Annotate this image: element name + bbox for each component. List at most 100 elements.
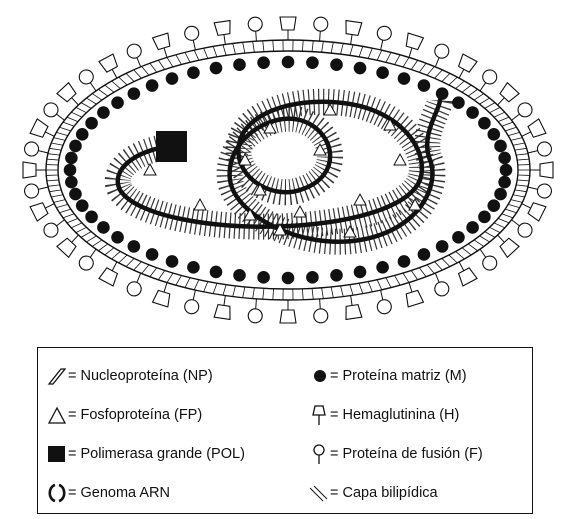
- lipid-tail: [442, 73, 450, 81]
- fusion-protein-spike: [23, 141, 50, 160]
- phosphoprotein-triangle: [314, 144, 326, 155]
- phosphoprotein-triangle: [144, 164, 156, 175]
- lipid-tail: [176, 275, 182, 285]
- lipid-tail: [516, 185, 528, 186]
- lipid-tail: [515, 148, 527, 150]
- lipid-tail: [359, 46, 363, 56]
- lipid-tail: [302, 289, 303, 300]
- fusion-protein-icon: [308, 443, 330, 465]
- matrix-protein-dot: [64, 164, 77, 177]
- matrix-protein-dot: [487, 199, 500, 212]
- matrix-protein-dot: [97, 106, 110, 119]
- hemagglutinin-spike: [214, 294, 233, 319]
- lipid-tail: [517, 180, 529, 181]
- lipid-tail: [263, 41, 264, 52]
- lipid-tail: [490, 227, 501, 232]
- virion-diagram: [0, 0, 577, 345]
- lipid-tail: [263, 288, 264, 299]
- lipid-tail: [485, 232, 495, 238]
- legend-label-matrix-protein: = Proteína matriz (M): [330, 368, 467, 384]
- hemagglutinin-spike: [518, 196, 546, 221]
- hemagglutinin-spike: [214, 21, 233, 46]
- lipid-tail: [312, 288, 313, 299]
- lipid-tail: [86, 98, 96, 104]
- fusion-protein-spike: [183, 289, 202, 315]
- lipid-tail: [67, 218, 78, 222]
- matrix-protein-dot: [487, 128, 500, 141]
- lipid-tail: [63, 122, 74, 126]
- matrix-protein-dot: [128, 87, 141, 100]
- matrix-protein-dot: [466, 106, 479, 119]
- matrix-protein-dot: [376, 261, 389, 274]
- lipid-tail: [350, 285, 353, 296]
- lipid-tail: [435, 262, 443, 270]
- lipid-tail: [508, 132, 519, 135]
- matrix-protein-dot: [354, 266, 367, 279]
- lipid-tail: [98, 89, 107, 96]
- matrix-protein-dot: [494, 140, 507, 153]
- lipid-tail: [47, 159, 59, 160]
- fusion-protein-spike: [77, 67, 102, 95]
- lipid-tail: [341, 286, 344, 297]
- lipid-tail: [419, 63, 426, 72]
- fusion-protein-spike: [248, 17, 264, 42]
- hemagglutinin-spike: [57, 83, 84, 111]
- polymerase-block: [156, 131, 187, 162]
- matrix-protein-dot: [478, 117, 491, 130]
- phosphoprotein-icon: [46, 404, 68, 426]
- lipid-tail: [51, 195, 63, 197]
- hemagglutinin-spike: [30, 196, 58, 221]
- hemagglutinin-spike: [492, 230, 519, 258]
- matrix-protein-layer: [64, 56, 513, 285]
- lipid-bilayer-icon: [308, 482, 330, 504]
- matrix-protein-dot: [398, 255, 411, 268]
- legend-item-rna-genome: = Genoma ARN: [46, 482, 170, 504]
- matrix-protein-dot: [166, 72, 179, 85]
- matrix-protein-dot: [478, 211, 491, 224]
- matrix-protein-dot: [128, 240, 141, 253]
- matrix-protein-dot: [452, 231, 465, 244]
- lipid-tail: [112, 251, 121, 259]
- matrix-protein-dot: [76, 199, 89, 212]
- matrix-protein-dot: [233, 58, 246, 71]
- hemagglutinin-spike: [57, 230, 84, 258]
- membrane-inner-line: [58, 51, 518, 289]
- matrix-protein-dot: [418, 79, 431, 92]
- lipid-tail: [47, 180, 59, 181]
- matrix-protein-dot: [330, 269, 343, 282]
- hemagglutinin-spike: [492, 83, 519, 111]
- phosphoprotein-triangle: [324, 104, 336, 115]
- matrix-protein-dot: [85, 117, 98, 130]
- matrix-protein-dot: [282, 272, 295, 285]
- lipid-tail: [350, 45, 353, 56]
- nucleoprotein-icon: [46, 365, 68, 387]
- lipid-tail: [150, 268, 157, 277]
- lipid-tail: [204, 282, 208, 292]
- lipid-tail: [67, 117, 78, 121]
- lipid-tail: [92, 94, 102, 100]
- lipid-tail: [213, 46, 217, 56]
- legend-item-polymerase: = Polimerasa grande (POL): [46, 443, 245, 465]
- lipid-tail: [502, 122, 513, 126]
- legend-label-hemagglutinin: = Hemaglutinina (H): [330, 407, 459, 423]
- matrix-protein-dot: [500, 164, 513, 177]
- matrix-protein-dot: [233, 269, 246, 282]
- lipid-tail: [59, 209, 70, 213]
- lipid-tail: [253, 288, 255, 299]
- matrix-protein-dot: [306, 56, 319, 69]
- hemagglutinin-spike: [530, 162, 553, 178]
- fusion-protein-spike: [474, 67, 499, 95]
- lipid-tail: [76, 107, 87, 112]
- lipid-tail: [517, 159, 529, 160]
- lipid-tail: [508, 204, 519, 207]
- lipid-tail: [98, 244, 107, 251]
- lipid-tail: [253, 41, 255, 52]
- lipid-tail: [213, 283, 217, 293]
- lipid-tail: [322, 288, 324, 299]
- lipid-tail: [233, 286, 236, 297]
- fusion-protein-spike: [313, 17, 329, 42]
- lipid-tail: [331, 287, 333, 298]
- phosphoprotein-triangle: [294, 206, 306, 217]
- lipid-tail: [368, 282, 372, 292]
- lipid-tail: [386, 52, 391, 62]
